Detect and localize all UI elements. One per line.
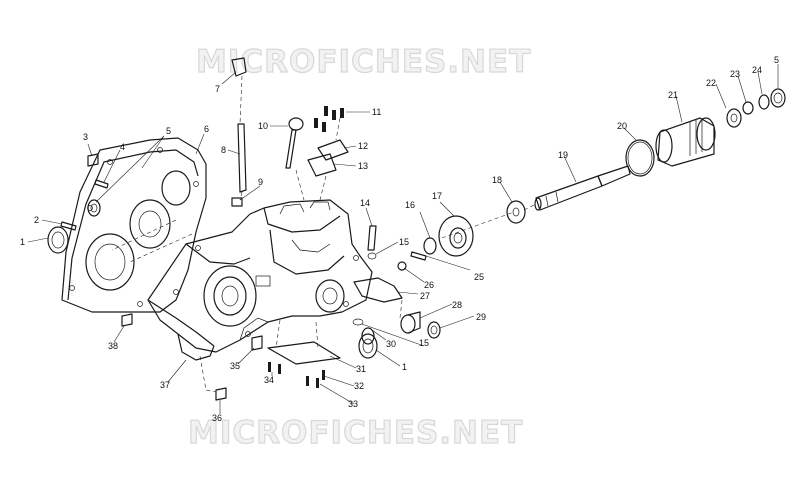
callout-17: 17	[432, 191, 442, 201]
callout-6: 6	[204, 124, 209, 134]
callout-35: 35	[230, 361, 240, 371]
callout-4: 4	[120, 142, 125, 152]
ring-part-24	[758, 94, 770, 110]
seal-part-5-left	[87, 199, 101, 217]
washer-part-22	[726, 108, 742, 128]
left-cover-plate	[61, 137, 207, 313]
cover-part-31	[267, 341, 341, 365]
callout-20: 20	[617, 121, 627, 131]
callout-7: 7	[215, 84, 220, 94]
seal-part-1-right	[358, 333, 378, 359]
ring-part-30	[361, 327, 375, 345]
washer-part-15-upper	[367, 252, 377, 260]
callout-14: 14	[360, 198, 370, 208]
plug-part-3	[87, 153, 99, 167]
callout-3: 3	[83, 132, 88, 142]
callout-13: 13	[358, 161, 368, 171]
hose-part-8	[237, 123, 247, 193]
bolts-part-32-33	[306, 370, 325, 388]
dipstick-part-10	[285, 117, 304, 169]
pin-part-4	[94, 179, 109, 189]
callout-32: 32	[354, 381, 364, 391]
watermark-top: MICROFICHES.NET	[196, 44, 531, 80]
plug-part-35	[251, 335, 263, 351]
callout-2: 2	[34, 215, 39, 225]
callout-24: 24	[752, 65, 762, 75]
bearing-part-28	[400, 311, 421, 334]
washer-part-23	[742, 101, 754, 115]
callout-22: 22	[706, 78, 716, 88]
seal-part-5-right	[770, 88, 786, 108]
callout-15-upper: 15	[399, 237, 409, 247]
callout-16: 16	[405, 200, 415, 210]
callout-12: 12	[358, 141, 368, 151]
callout-25: 25	[474, 272, 484, 282]
callout-31: 31	[356, 364, 366, 374]
seal-part-29	[427, 321, 441, 339]
callout-9: 9	[258, 177, 263, 187]
callout-11: 11	[372, 107, 381, 117]
callout-38: 38	[108, 341, 118, 351]
sensor-part-13	[307, 153, 337, 177]
callout-5-left: 5	[166, 126, 171, 136]
callout-5-right: 5	[774, 55, 779, 65]
callout-23: 23	[730, 69, 740, 79]
clip-part-9	[231, 197, 243, 207]
callout-33: 33	[348, 399, 358, 409]
pin-part-38	[121, 313, 133, 327]
callout-29: 29	[476, 312, 486, 322]
ring-part-20	[625, 139, 655, 177]
callout-34: 34	[264, 375, 274, 385]
callout-37: 37	[160, 380, 170, 390]
washer-part-26	[397, 261, 407, 271]
gasket-part-27	[353, 277, 403, 303]
clutch-part-21	[655, 117, 716, 167]
callout-1-left: 1	[20, 237, 25, 247]
bracket-part-12	[317, 139, 349, 161]
callout-15-lower: 15	[419, 338, 429, 348]
gear-part-16	[423, 237, 437, 255]
callout-18: 18	[492, 175, 502, 185]
washer-part-18	[506, 200, 526, 224]
pin-part-14	[367, 225, 377, 251]
gear-part-17	[438, 215, 474, 257]
bolts-part-11	[314, 106, 344, 132]
callout-28: 28	[452, 300, 462, 310]
breather-part-7	[231, 57, 247, 77]
bolt-part-36	[215, 387, 227, 401]
callout-36: 36	[212, 413, 222, 423]
washer-part-15-lower	[352, 318, 364, 326]
main-transmission-case	[147, 199, 373, 361]
callout-1-right: 1	[402, 362, 407, 372]
callout-21: 21	[668, 90, 678, 100]
callout-26: 26	[424, 280, 434, 290]
pin-part-2	[60, 221, 77, 231]
callout-30: 30	[386, 339, 396, 349]
callout-labels: 1 2 3 4 5 5 6 7 8 9 10 11 12 13 14 15 15…	[20, 55, 779, 423]
callout-27: 27	[420, 291, 430, 301]
seal-part-1-left	[47, 226, 69, 254]
callout-10: 10	[258, 121, 268, 131]
watermark-bottom: MICROFICHES.NET	[188, 415, 523, 451]
shaft-part-19	[534, 165, 631, 211]
assembly-lines	[111, 75, 537, 393]
callout-8: 8	[221, 145, 226, 155]
bolts-part-34	[268, 362, 281, 374]
leader-lines	[27, 64, 779, 414]
bolt-part-25	[410, 251, 427, 261]
callout-19: 19	[558, 150, 568, 160]
